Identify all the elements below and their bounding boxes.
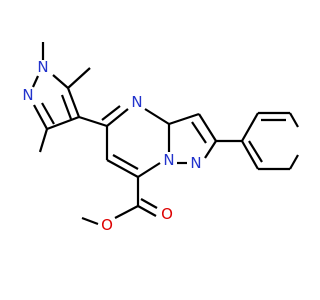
bond-ph-4: [289, 154, 299, 170]
bond-ph-3: [289, 112, 299, 128]
bond-carbonyl-c-o-ester: [114, 205, 139, 219]
bond-o-methyl: [81, 216, 99, 226]
bond-c7-c6: [106, 159, 139, 178]
bond-ph-6: [241, 140, 259, 170]
bond-c3-c2-double: [191, 121, 207, 144]
methyl-ester-group: [81, 177, 158, 226]
bond-c3-n2: [33, 104, 48, 130]
bond-c5-n4: [106, 108, 129, 127]
atom-label-n-bridge-1: N: [163, 151, 174, 169]
trimethyl-pyrazole-ring: [31, 42, 91, 153]
bond-c5-methyl: [67, 67, 91, 89]
atom-label-n-bridge-2: N: [190, 154, 201, 172]
atom-label-n-pyrazole-1: N: [37, 58, 48, 76]
bond-c4-c3: [46, 115, 80, 131]
bond-c3-methyl: [38, 128, 49, 153]
bond-c2-n1: [204, 140, 217, 159]
atom-label-o-carbonyl: O: [161, 205, 173, 223]
bond-c5-c4: [66, 87, 81, 118]
bond-c3-c2: [198, 113, 217, 142]
pyrimidine-ring: [101, 105, 171, 178]
molecule-structure: N N N N N O O: [22, 42, 299, 234]
bond-ph-1: [241, 112, 259, 142]
bond-c3-n2-double: [41, 102, 55, 125]
bond-c3a-c3: [168, 112, 200, 126]
bond-c7-c6-double: [112, 154, 139, 170]
bond-pyrazole-pyrimidine: [78, 115, 108, 128]
fused-pyrazole-ring: [168, 112, 217, 165]
bond-carbonyl-c-o: [137, 205, 157, 217]
bond-n4-c3a: [144, 108, 170, 125]
bond-c5-c4-double: [60, 94, 73, 120]
atom-label-n-pyrazole-2: N: [22, 86, 33, 104]
bond-ph-6-double: [248, 140, 263, 163]
phenyl-ring: [241, 111, 299, 171]
atom-label-o-ester: O: [101, 216, 113, 234]
bond-c5-n4-double: [101, 105, 121, 121]
bond-n-bridge-c7: [137, 162, 161, 178]
bond-carbonyl-double: [140, 198, 158, 209]
bond-n2-n1: [31, 75, 40, 88]
atom-label-n-pyrimidine: N: [131, 93, 142, 111]
bond-n1-c5: [52, 74, 69, 89]
